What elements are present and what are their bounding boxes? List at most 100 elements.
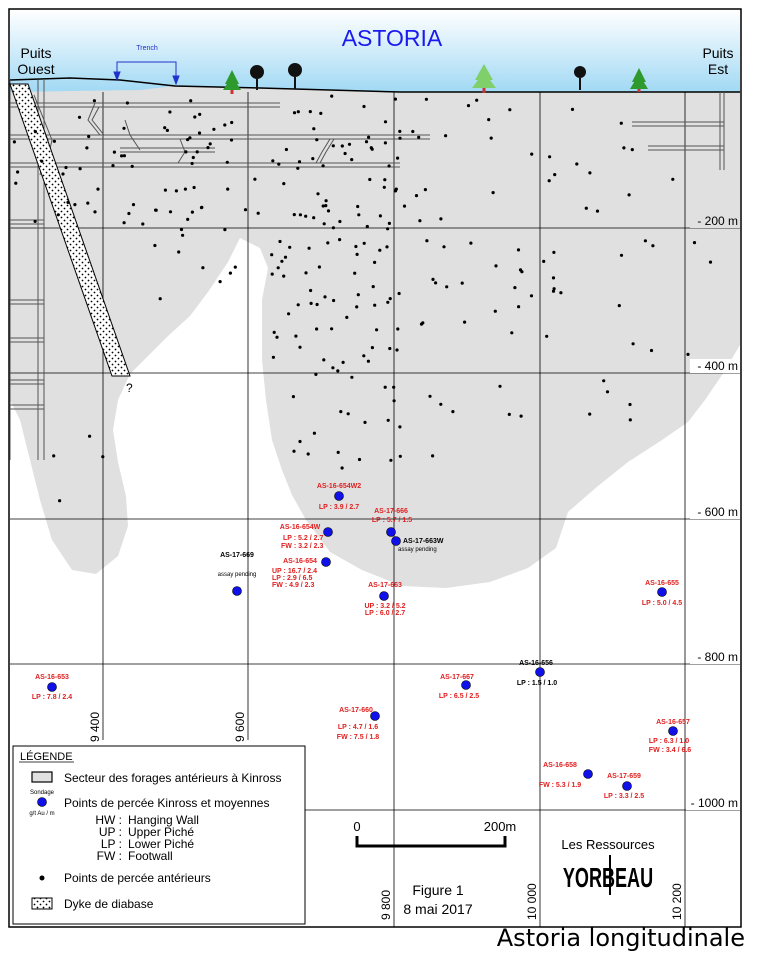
previous-pierce-point xyxy=(547,179,551,183)
previous-pierce-point xyxy=(368,177,372,182)
dyke-question-mark: ? xyxy=(126,381,133,395)
hole-grade: FW : 4.9 / 2.3 xyxy=(272,582,315,589)
previous-pierce-point xyxy=(177,250,181,254)
previous-pierce-point xyxy=(507,412,511,416)
hole-grade: LP : 5.0 / 4.5 xyxy=(642,600,682,607)
previous-pierce-point xyxy=(326,241,330,245)
previous-pierce-point xyxy=(127,211,131,216)
easting-labels: 9 400 9 600 9 800 10 000 10 200 xyxy=(88,712,684,920)
previous-pierce-point xyxy=(188,136,192,140)
previous-pierce-point xyxy=(350,375,354,379)
east-shaft-workings xyxy=(632,92,725,170)
hole-grade: assay pending xyxy=(398,547,437,553)
hole-id: AS-16-654W xyxy=(280,524,321,531)
previous-pierce-point xyxy=(605,390,610,394)
pierce-point-AS-17-660: AS-17-660 LP : 4.7 / 1.6 FW : 7.5 / 1.8 xyxy=(337,707,380,741)
previous-pierce-point xyxy=(168,110,172,114)
previous-pierce-point xyxy=(297,160,302,164)
previous-pierce-point xyxy=(321,204,325,208)
previous-pierce-point xyxy=(78,167,82,171)
grid xyxy=(10,92,740,927)
previous-pierce-point xyxy=(378,248,382,252)
previous-pierce-point xyxy=(341,360,345,364)
previous-pierce-point xyxy=(357,213,361,217)
figure-number: Figure 1 xyxy=(412,882,464,898)
previous-pierce-point xyxy=(431,277,435,281)
previous-pierce-point xyxy=(552,287,556,291)
west-shaft-workings xyxy=(9,80,430,460)
previous-pierce-point xyxy=(332,298,336,303)
previous-pierce-point xyxy=(308,110,312,114)
hole-grade: LP : 4.7 / 1.6 xyxy=(338,724,378,731)
previous-pierce-point xyxy=(398,129,402,133)
pierce-point-marker xyxy=(461,680,471,690)
hole-grade: assay pending xyxy=(218,572,257,578)
previous-pierce-point xyxy=(174,189,178,193)
previous-pierce-point xyxy=(383,141,387,145)
previous-pierce-point xyxy=(519,414,523,418)
previous-pierce-point xyxy=(154,208,158,212)
previous-pierce-point xyxy=(388,297,392,301)
hole-grade: LP : 1.5 / 1.0 xyxy=(517,680,557,687)
abbr-code: FW : xyxy=(97,849,122,863)
previous-pierce-point xyxy=(475,98,479,102)
previous-pierce-point xyxy=(387,164,391,168)
previous-pierce-point xyxy=(168,210,173,214)
previous-pierce-point xyxy=(542,259,546,263)
previous-pierce-point xyxy=(508,108,512,112)
previous-pierce-point xyxy=(398,136,402,140)
previous-pierce-point xyxy=(223,228,227,232)
previous-pierce-point xyxy=(275,335,279,339)
previous-pierce-point xyxy=(431,454,435,458)
previous-pierce-point xyxy=(131,203,136,207)
abbr-code: LP : xyxy=(101,837,122,851)
pierce-point-marker xyxy=(379,591,389,601)
pierce-point-AS-16-654W: AS-16-654W LP : 5.2 / 2.7 FW : 3.2 / 2.3 xyxy=(280,524,333,550)
depth-label-background xyxy=(690,359,740,373)
previous-pierce-point xyxy=(424,97,428,101)
previous-pierce-point xyxy=(304,271,308,275)
previous-pierce-point xyxy=(331,366,335,370)
previous-pierce-point xyxy=(120,154,124,158)
previous-pierce-point xyxy=(354,244,358,249)
previous-pierce-point xyxy=(243,208,248,212)
previous-pierce-point xyxy=(271,355,275,359)
west-shaft-label-line2: Ouest xyxy=(17,61,54,77)
easting-label: 10 000 xyxy=(525,883,539,920)
logo-line2: YORBEAU xyxy=(563,862,653,893)
easting-label: 9 800 xyxy=(379,890,393,920)
abbr-name: Lower Piché xyxy=(128,837,194,851)
previous-pierce-point xyxy=(284,147,288,152)
legend-kinross-swatch xyxy=(31,771,53,783)
previous-pierce-point xyxy=(228,271,232,275)
pierce-point-AS-17-663W: AS-17-663W assay pending xyxy=(391,536,444,553)
previous-pierce-point xyxy=(33,219,37,223)
previous-pierce-point xyxy=(324,199,328,203)
previous-pierce-point xyxy=(195,150,199,154)
pierce-point-marker xyxy=(386,527,396,537)
previous-pierce-point xyxy=(466,104,471,108)
previous-pierce-point xyxy=(298,213,302,217)
previous-pierce-point xyxy=(190,161,194,166)
pine-tree-icon xyxy=(630,68,648,92)
pierce-point-marker xyxy=(391,536,401,546)
previous-pierce-point xyxy=(111,164,115,168)
previous-pierce-point xyxy=(197,131,202,135)
previous-pierce-point xyxy=(314,372,318,376)
previous-pierce-point xyxy=(386,227,390,231)
previous-pierce-point xyxy=(270,272,274,276)
previous-pierce-point xyxy=(200,205,204,209)
hole-grade: LP : 7.8 / 2.4 xyxy=(32,694,72,701)
previous-pierce-point xyxy=(463,320,467,324)
hole-grade: FW : 3.2 / 2.3 xyxy=(281,543,324,550)
previous-pierce-point xyxy=(298,439,302,444)
previous-pierce-point xyxy=(357,457,362,462)
previous-pierce-point xyxy=(362,354,366,358)
previous-pierce-point xyxy=(602,379,606,383)
previous-pierce-point xyxy=(298,345,302,349)
hole-id: AS-17-667 xyxy=(440,674,474,681)
previous-pierce-point xyxy=(280,259,284,263)
previous-pierce-point xyxy=(158,297,162,301)
previous-pierce-point xyxy=(189,99,193,103)
trench-label: Trench xyxy=(136,45,158,52)
